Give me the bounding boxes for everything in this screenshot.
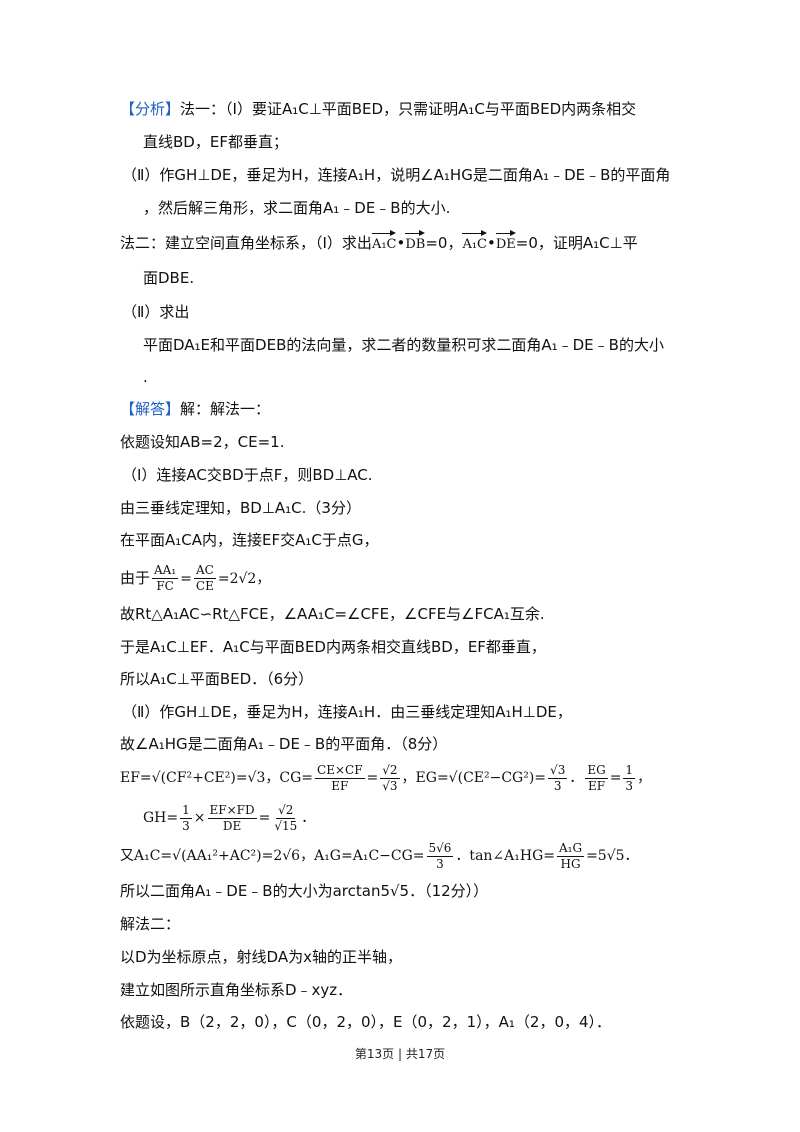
fraction-numerator: A₁G (557, 840, 585, 857)
solution-line-1: 【解答】解：解法一： (120, 398, 270, 420)
fraction-numerator: CE×CF (315, 762, 365, 779)
solution-line-2: 依题设知AB=2，CE=1. (120, 433, 285, 451)
solution-line-14: 以D为坐标原点，射线DA为x轴的正半轴， (120, 948, 402, 966)
analysis-text-1: 法一：（Ⅰ）要证A₁C⊥平面BED，只需证明A₁C与平面BED内两条相交 (180, 100, 637, 118)
solution-line-16: 依题设，B（2，2，0），C（0，2，0），E（0，2，1），A₁（2，0，4）… (120, 1013, 612, 1031)
solution-line-9: 所以A₁C⊥平面BED．（6分） (120, 670, 314, 688)
analysis-line-8: 平面DA₁E和平面DEB的法向量，求二者的数量积可求二面角A₁﹣DE﹣B的大小 (143, 336, 664, 354)
fraction-numerator: EG (585, 762, 608, 779)
analysis-line-7: （Ⅱ）求出 (122, 303, 190, 321)
solution-line-10: （Ⅱ）作GH⊥DE，垂足为H，连接A₁H．由三垂线定理知A₁H⊥DE， (122, 703, 572, 721)
analysis-line-3: （Ⅱ）作GH⊥DE，垂足为H，连接A₁H，说明∠A₁HG是二面角A₁﹣DE﹣B的… (122, 166, 671, 184)
fraction-sqrt2-sqrt3: √2√3 (380, 762, 400, 794)
separator: ， (637, 770, 652, 786)
fraction-denominator: CE (195, 579, 214, 593)
vector-de: DE (495, 230, 516, 256)
fraction-numerator: √3 (548, 762, 568, 779)
analysis-line-1: 【分析】法一：（Ⅰ）要证A₁C⊥平面BED，只需证明A₁C与平面BED内两条相交 (120, 98, 636, 120)
fraction-denominator: HG (560, 856, 581, 871)
solution-line-8: 于是A₁C⊥EF．A₁C与平面BED内两条相交直线BD，EF都垂直， (120, 638, 546, 656)
fraction-denominator: EF (587, 778, 606, 793)
solution-text-1: 解：解法一： (180, 400, 271, 418)
fraction-numerator: √2 (276, 802, 296, 819)
analysis-line-6: 面DBE. (143, 269, 195, 287)
method2-intro: 法二：建立空间直角坐标系，（Ⅰ）求出 (120, 234, 372, 252)
formula-ef-cg: EF=√(CF²+CE²)=√3，CG= (120, 770, 314, 786)
solution-line-13: 解法二： (120, 915, 181, 933)
fraction-sqrt2-sqrt15: √2√15 (272, 803, 299, 834)
fraction-numerator: √2 (380, 762, 400, 779)
formula-eg: ，EG=√(CE²−CG²)= (401, 770, 547, 786)
solution-tag: 【解答】 (120, 400, 181, 418)
solution-line-12: 所以二面角A₁﹣DE﹣B的大小为arctan5√5．（12分）） (120, 882, 489, 900)
fraction-denominator: EF (331, 778, 349, 793)
fraction-numerator: EF×FD (207, 802, 257, 819)
analysis-line-9: . (143, 368, 148, 386)
solution-line-3: （Ⅰ）连接AC交BD于点F，则BD⊥AC. (122, 466, 373, 484)
solution-line-7: 故Rt△A₁AC∽Rt△FCE，∠AA₁C=∠CFE，∠CFE与∠FCA₁互余. (120, 605, 545, 623)
fraction-denominator: FC (156, 579, 174, 593)
fraction-numerator: 1 (180, 802, 192, 819)
fraction-numerator: AC (193, 563, 216, 579)
dot-operator: • (396, 234, 406, 252)
solution-line-15: 建立如图所示直角坐标系D﹣xyz． (120, 981, 353, 999)
analysis-tag: 【分析】 (120, 100, 181, 118)
fraction-denominator: 3 (436, 856, 444, 871)
fraction-numerator: 1 (623, 762, 636, 779)
analysis-line-4: ，然后解三角形，求二面角A₁﹣DE﹣B的大小. (143, 199, 451, 217)
solution-line-11: 故∠A₁HG是二面角A₁﹣DE﹣B的平面角．（8分） (120, 735, 448, 753)
fraction-denominator: √3 (382, 778, 398, 793)
separator: ． (569, 770, 584, 786)
equals-zero-1: =0， (425, 234, 463, 252)
formula-tan: ．tan∠A₁HG= (455, 848, 556, 864)
fraction-denominator: 3 (625, 778, 634, 793)
analysis-line-5: 法二：建立空间直角坐标系，（Ⅰ）求出A₁C•DB=0，A₁C•DE=0，证明A₁… (120, 230, 638, 256)
vector-db: DB (405, 230, 425, 256)
solution-line-4: 由三垂线定理知，BD⊥A₁C.（3分） (120, 499, 361, 517)
equals-sign: = (609, 770, 622, 786)
gh-label: GH= (143, 810, 179, 826)
fraction-numerator: AA₁ (152, 563, 179, 579)
fraction-denominator: √15 (274, 818, 298, 833)
fraction-denominator: DE (222, 818, 242, 833)
times-sign: × (193, 810, 206, 826)
solution-line-5: 在平面A₁CA内，连接EF交A₁C于点G， (120, 531, 379, 549)
equals-sign: = (258, 810, 271, 826)
fraction-numerator: 5√6 (426, 840, 454, 857)
separator: ． (301, 810, 316, 826)
prefix-text: 由于 (120, 569, 151, 587)
result-text: =2√2， (217, 571, 271, 587)
equals-zero-2: =0，证明A₁C⊥平 (515, 234, 638, 252)
page-footer: 第13页 | 共17页 (354, 1047, 446, 1061)
fraction-denominator: 3 (553, 778, 562, 793)
equals-sign: = (180, 571, 192, 587)
formula-result: =5√5． (586, 848, 639, 864)
vector-a1c-2: A₁C (462, 230, 487, 256)
equals-sign: = (366, 770, 379, 786)
vector-a1c: A₁C (371, 230, 396, 256)
analysis-line-2: 直线BD，EF都垂直； (143, 133, 288, 151)
fraction-denominator: 3 (182, 818, 190, 833)
formula-a1c-a1g: 又A₁C=√(AA₁²+AC²)=2√6，A₁G=A₁C−CG= (120, 848, 425, 864)
dot-operator-2: • (487, 234, 496, 252)
